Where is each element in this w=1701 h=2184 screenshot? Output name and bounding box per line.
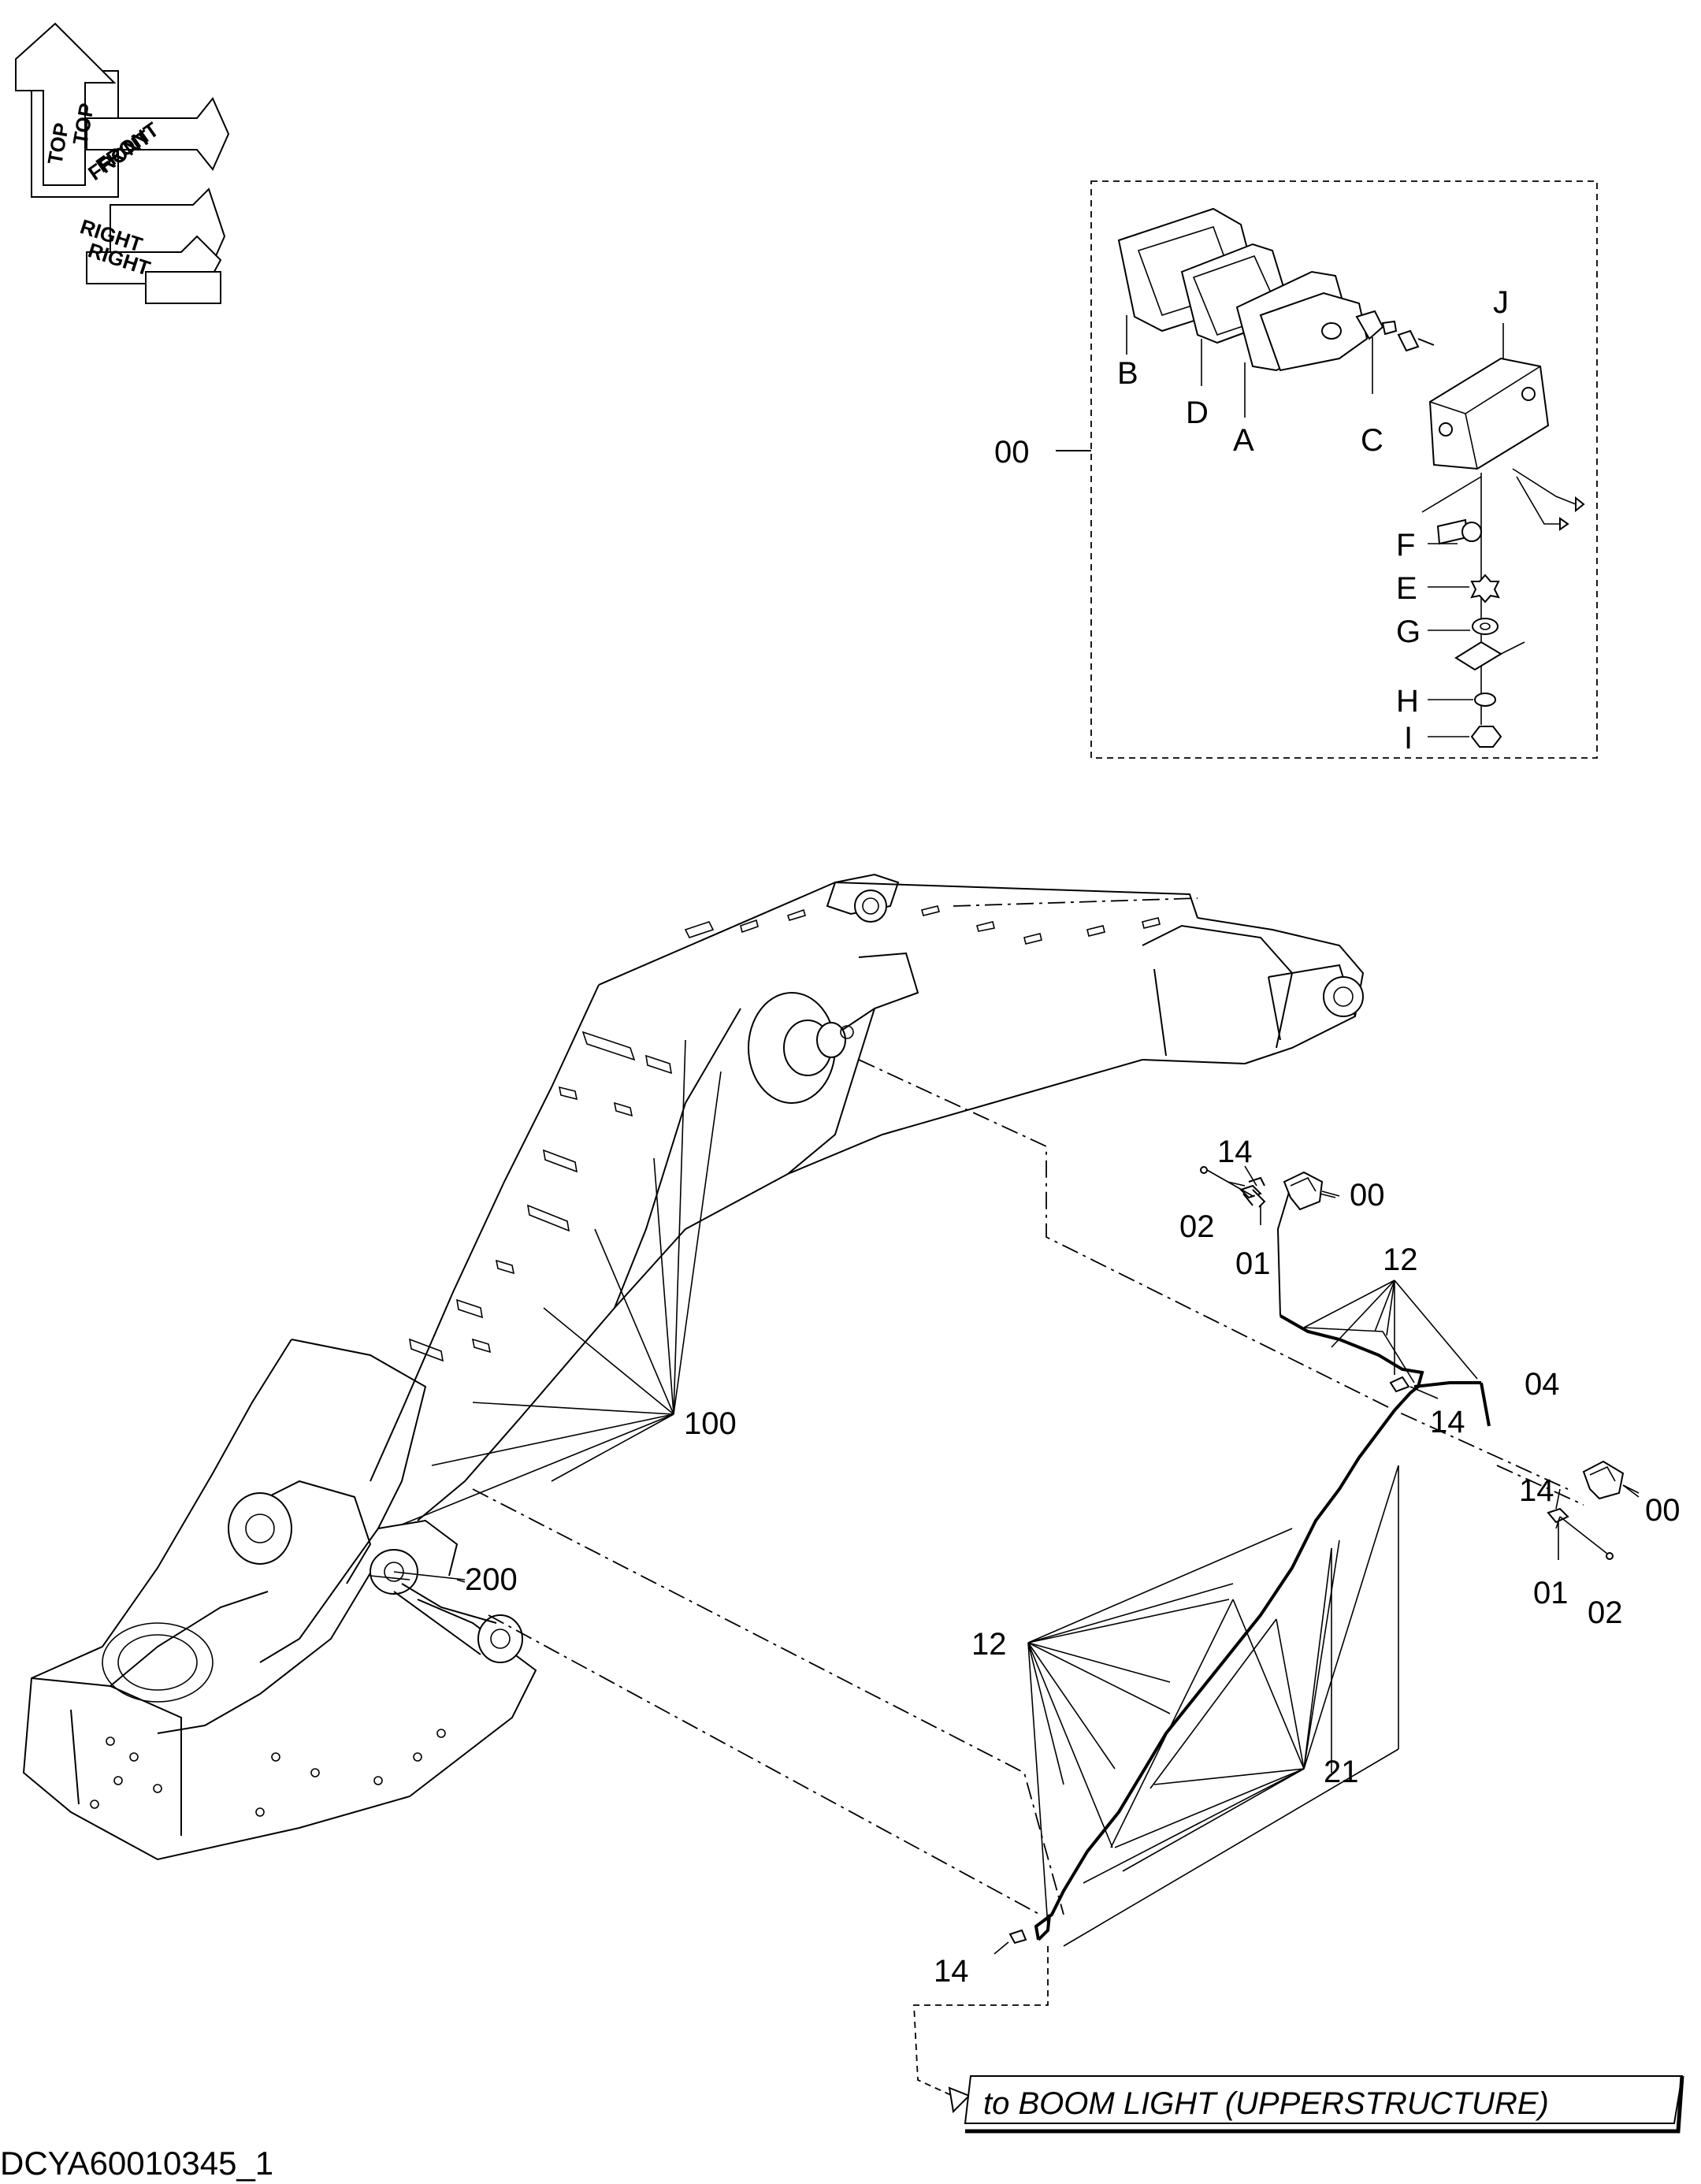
callout-text: to BOOM LIGHT (UPPERSTRUCTURE) [983,2086,1549,2121]
wiring-harness [1034,1181,1491,1941]
boom-structure [22,873,1365,1861]
part-j-lamp-body [1397,323,1585,531]
label-screw-right: 02 [1588,1595,1623,1630]
mounting-hardware-stack [1421,473,1525,748]
document-id: DCYA60010345_1 [0,2145,273,2182]
part-f-label: F [1396,528,1415,563]
part-g-label: G [1396,615,1421,649]
part-b-label: B [1117,356,1138,391]
label-bracket-right: 01 [1533,1576,1569,1610]
inset-assembly-label: 00 [994,435,1030,470]
label-boom: 100 [684,1406,737,1441]
inset-frame [1090,180,1598,759]
part-e-label: E [1396,571,1417,606]
leader-lines-harness-lower [1027,1465,1399,1947]
label-harness-main: 21 [1324,1755,1359,1789]
part-i-label: I [1404,721,1413,756]
leader-lines-100 [401,1039,722,1525]
label-harness-top: 12 [1383,1242,1418,1277]
label-lamp-upper: 00 [1350,1178,1385,1213]
destination-callout: to BOOM LIGHT (UPPERSTRUCTURE) [964,2075,1684,2134]
label-bracket-upper: 01 [1235,1246,1271,1281]
part-c-bulb [1355,310,1398,394]
label-pin: 200 [465,1562,518,1597]
label-lamp-right: 00 [1645,1493,1681,1528]
part-h-label: H [1396,684,1419,719]
callout-labels: 00 14 02 01 12 04 14 14 00 01 02 100 200… [465,1135,1681,1989]
orientation-indicator: TOP TOP FRONT FRONT RIGHT RIGHT [15,22,230,304]
label-harness-right: 04 [1525,1367,1560,1402]
alignment-lines [472,897,1584,2114]
label-clip-mid: 14 [1430,1405,1465,1439]
part-a-lamp-housing [1235,270,1369,418]
part-c-label: C [1361,423,1383,458]
part-j-label: J [1493,285,1509,320]
lamp-upper [1283,1171,1336,1211]
part-a-label: A [1233,423,1254,458]
leader-lines-12-top [1303,1280,1478,1384]
label-harness-left: 12 [971,1627,1007,1662]
part-d-label: D [1186,396,1209,430]
lamp-assembly-inset: 00 B D A C [994,180,1598,759]
small-parts [370,1165,1640,1955]
label-clip-bottom: 14 [934,1954,969,1989]
label-clip-upper: 14 [1217,1135,1253,1169]
label-screw-upper: 02 [1179,1209,1215,1244]
lamp-right [1582,1460,1640,1500]
label-clip-right: 14 [1519,1473,1554,1508]
